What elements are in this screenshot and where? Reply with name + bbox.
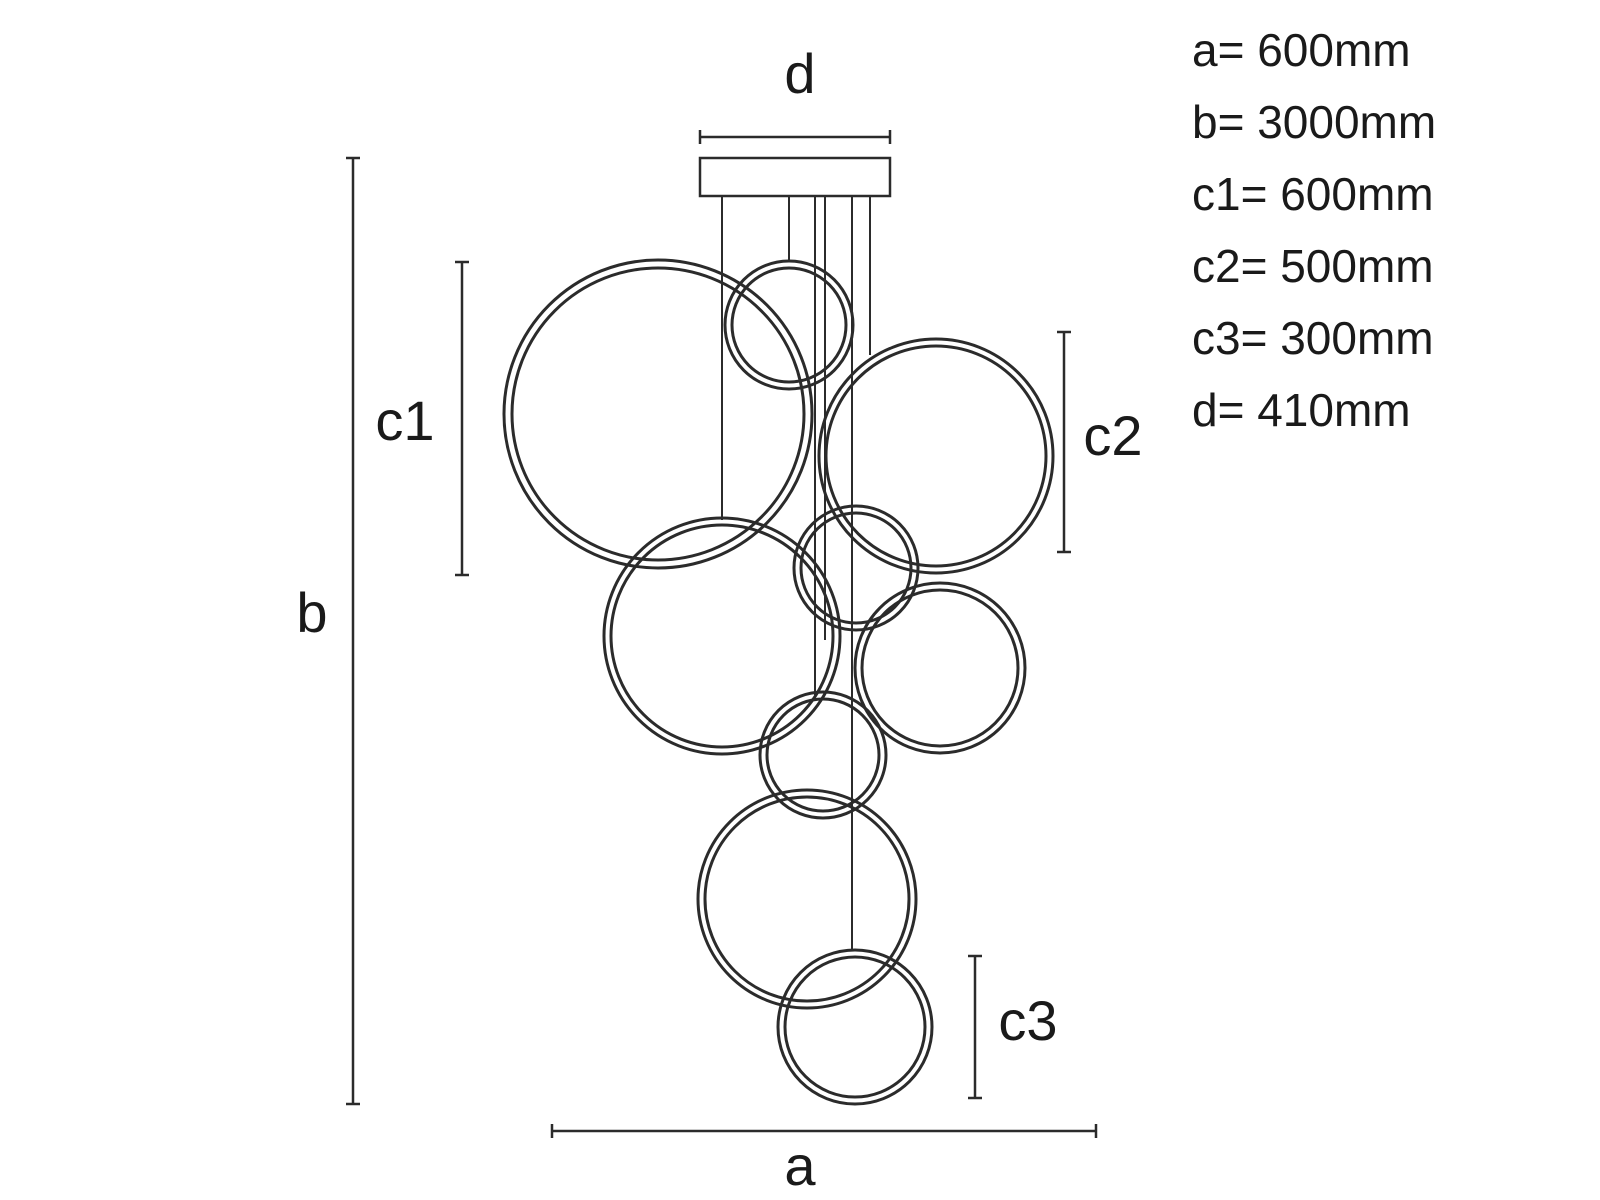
dimension-label-c1: c1 <box>375 389 434 452</box>
dimension-label-c3: c3 <box>998 989 1057 1052</box>
spec-c1: c1= 600mm <box>1192 168 1434 220</box>
ring-large-top-left <box>502 258 814 570</box>
ring-small-middle <box>792 504 920 632</box>
ring-large-middle-left <box>602 516 842 756</box>
spec-b: b= 3000mm <box>1192 96 1437 148</box>
dimension-label-a: a <box>784 1134 816 1197</box>
ring-medium-middle-right <box>853 581 1027 755</box>
dimension-c3: c3 <box>968 954 1058 1100</box>
spec-d: d= 410mm <box>1192 384 1411 436</box>
dimension-label-b: b <box>296 581 327 644</box>
dimension-b: b <box>296 156 360 1106</box>
ring-small-top <box>723 259 855 391</box>
dimension-a: a <box>550 1124 1098 1197</box>
dimension-c2: c2 <box>1057 330 1143 554</box>
spec-c3: c3= 300mm <box>1192 312 1434 364</box>
suspension-cables <box>721 196 871 950</box>
ring-medium-right <box>817 337 1055 575</box>
dimension-label-d: d <box>784 42 815 105</box>
ring-small-lower <box>758 690 888 820</box>
dimension-d: d <box>698 42 892 144</box>
dimension-spec-list: a= 600mm b= 3000mm c1= 600mm c2= 500mm c… <box>1192 14 1436 446</box>
ring-small-bottom <box>776 948 934 1106</box>
ceiling-canopy <box>698 156 892 198</box>
spec-c2: c2= 500mm <box>1192 240 1434 292</box>
dimension-c1: c1 <box>375 260 469 577</box>
ring-medium-bottom <box>696 788 918 1010</box>
dimension-label-c2: c2 <box>1083 404 1142 467</box>
spec-a: a= 600mm <box>1192 24 1411 76</box>
